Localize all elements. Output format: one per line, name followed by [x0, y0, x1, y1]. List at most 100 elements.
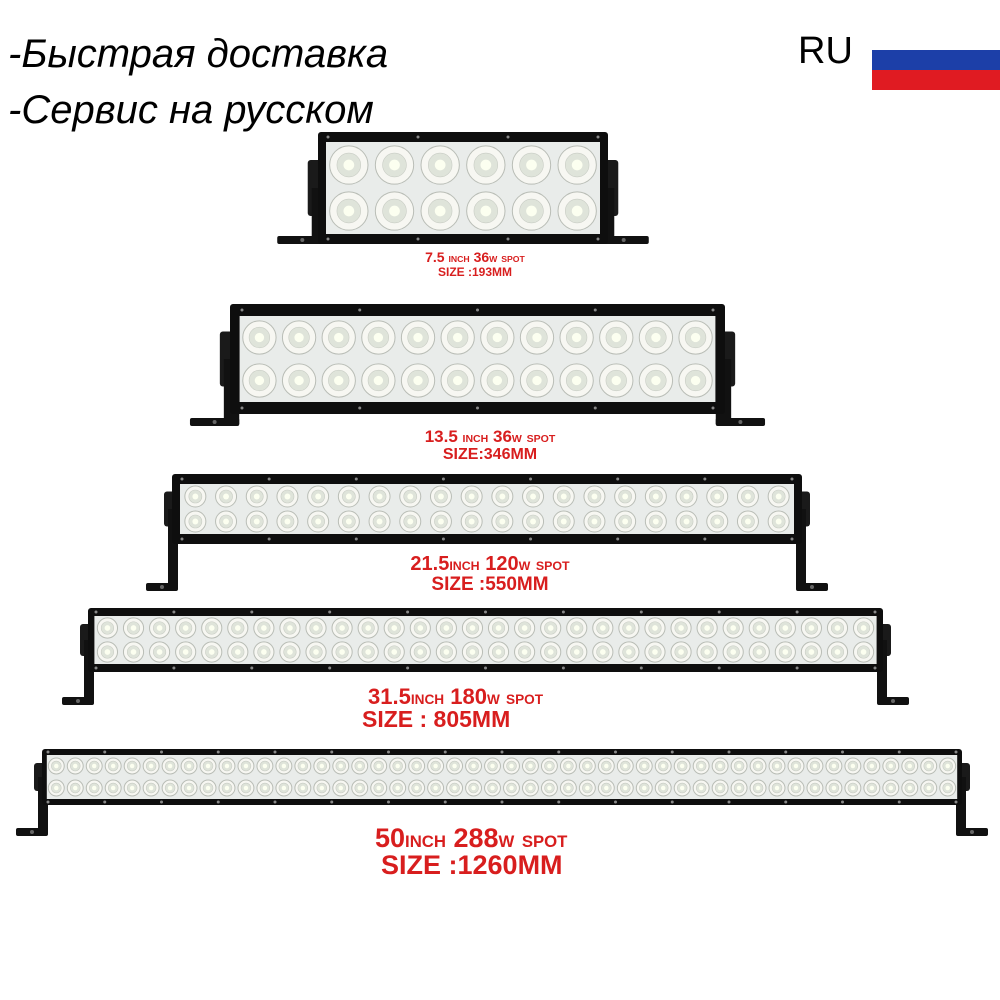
led-reflector: [730, 757, 748, 775]
length-unit: INCH: [449, 559, 480, 573]
led-reflector: [692, 779, 710, 797]
led-reflector: [47, 757, 65, 775]
frame-screw: [841, 800, 844, 804]
frame-screw: [717, 610, 721, 614]
frame-screw: [387, 800, 390, 804]
frame-screw: [160, 800, 163, 804]
led-reflector: [678, 320, 713, 355]
length-value: 7.5: [425, 249, 445, 265]
led-reflector: [420, 145, 460, 185]
russia-flag-icon: [872, 30, 1000, 90]
led-reflector: [184, 510, 207, 533]
led-reflector: [237, 779, 255, 797]
led-reflector: [616, 757, 634, 775]
led-reflector: [614, 485, 637, 508]
caption-product-2: 13.5 INCH 36W SPOT SIZE:346MM: [330, 428, 650, 463]
led-reflector: [446, 779, 464, 797]
led-reflector: [503, 757, 520, 775]
led-reflector: [465, 779, 483, 797]
led-reflector: [592, 641, 614, 663]
frame-screw: [593, 406, 597, 410]
led-reflector: [635, 757, 653, 775]
light-bar-product-3: 21.5INCH 120W SPOT SIZE :550MM: [146, 470, 830, 600]
led-reflector: [460, 485, 483, 508]
led-reflector: [399, 510, 422, 533]
led-reflector: [511, 191, 552, 231]
light-bar-product-1: 7.5 INCH 36W SPOT SIZE :193MM: [240, 128, 700, 288]
led-reflector: [670, 641, 692, 663]
led-reflector: [711, 779, 729, 797]
frame-screw: [557, 800, 561, 804]
led-reflector: [337, 510, 360, 533]
length-unit: INCH: [448, 254, 470, 264]
led-reflector: [199, 757, 217, 775]
light-bar-product-5: 50INCH 288W SPOT SIZE :1260MM: [16, 745, 988, 905]
frame-screw: [328, 610, 332, 614]
led-reflector: [852, 617, 875, 639]
frame-screw: [180, 477, 184, 481]
led-reflector: [583, 510, 606, 533]
watt-unit: W: [511, 433, 522, 445]
light-bar-50-inch: [16, 749, 988, 836]
led-reflector: [175, 641, 197, 663]
beam-type: SPOT: [526, 433, 556, 445]
led-reflector: [435, 641, 457, 663]
watt-value: 36: [493, 427, 512, 446]
led-reflector: [826, 617, 849, 639]
frame-screw: [46, 800, 50, 804]
led-reflector: [863, 757, 881, 775]
led-reflector: [440, 320, 475, 355]
size-label: SIZE:346MM: [442, 446, 538, 463]
frame-screw: [354, 537, 358, 541]
country-code: RU: [798, 30, 853, 72]
frame-screw: [506, 135, 510, 139]
led-reflector: [389, 779, 407, 797]
led-reflector: [774, 641, 796, 663]
led-reflector: [540, 779, 558, 797]
caption-spec-line: 21.5INCH 120W SPOT: [410, 553, 569, 575]
frame-screw: [841, 750, 844, 754]
led-reflector: [374, 191, 415, 231]
frame-screw: [484, 666, 487, 670]
led-reflector: [245, 485, 268, 508]
led-reflector: [313, 757, 331, 775]
led-reflector: [122, 641, 145, 663]
led-reflector: [806, 757, 824, 775]
frame-screw: [250, 666, 254, 670]
led-reflector: [275, 757, 293, 775]
led-reflector: [644, 617, 666, 639]
led-reflector: [294, 757, 312, 775]
led-reflector: [920, 757, 938, 775]
led-reflector: [85, 779, 103, 797]
frame-screw: [441, 477, 445, 481]
frame-screw: [784, 750, 788, 754]
led-reflector: [275, 779, 293, 797]
led-reflector: [142, 779, 160, 797]
flag-stripe-white: [872, 30, 1000, 50]
led-reflector: [307, 510, 330, 533]
led-reflector: [638, 363, 674, 398]
led-reflector: [218, 757, 236, 775]
frame-screw: [727, 800, 731, 804]
led-reflector: [939, 779, 957, 797]
led-reflector: [696, 617, 718, 639]
led-reflector: [748, 617, 770, 639]
led-reflector: [351, 779, 369, 797]
frame-screw: [387, 750, 390, 754]
size-label: SIZE :550MM: [431, 574, 549, 595]
led-reflector: [852, 641, 875, 663]
led-reflector: [503, 779, 520, 797]
length-value: 21.5: [410, 553, 450, 575]
led-reflector: [800, 641, 822, 663]
led-reflector: [618, 641, 640, 663]
led-reflector: [638, 320, 674, 355]
frame-screw: [561, 666, 565, 670]
caption-spec-line: 7.5 INCH 36W SPOT: [425, 249, 525, 265]
led-reflector: [540, 641, 562, 663]
led-reflector: [559, 363, 594, 398]
flag-stripe-blue: [872, 50, 1000, 70]
frame-screw: [406, 610, 410, 614]
led-reflector: [768, 779, 786, 797]
promo-line-fast-delivery: -Быстрая доставка: [8, 32, 389, 76]
frame-screw: [441, 537, 445, 541]
